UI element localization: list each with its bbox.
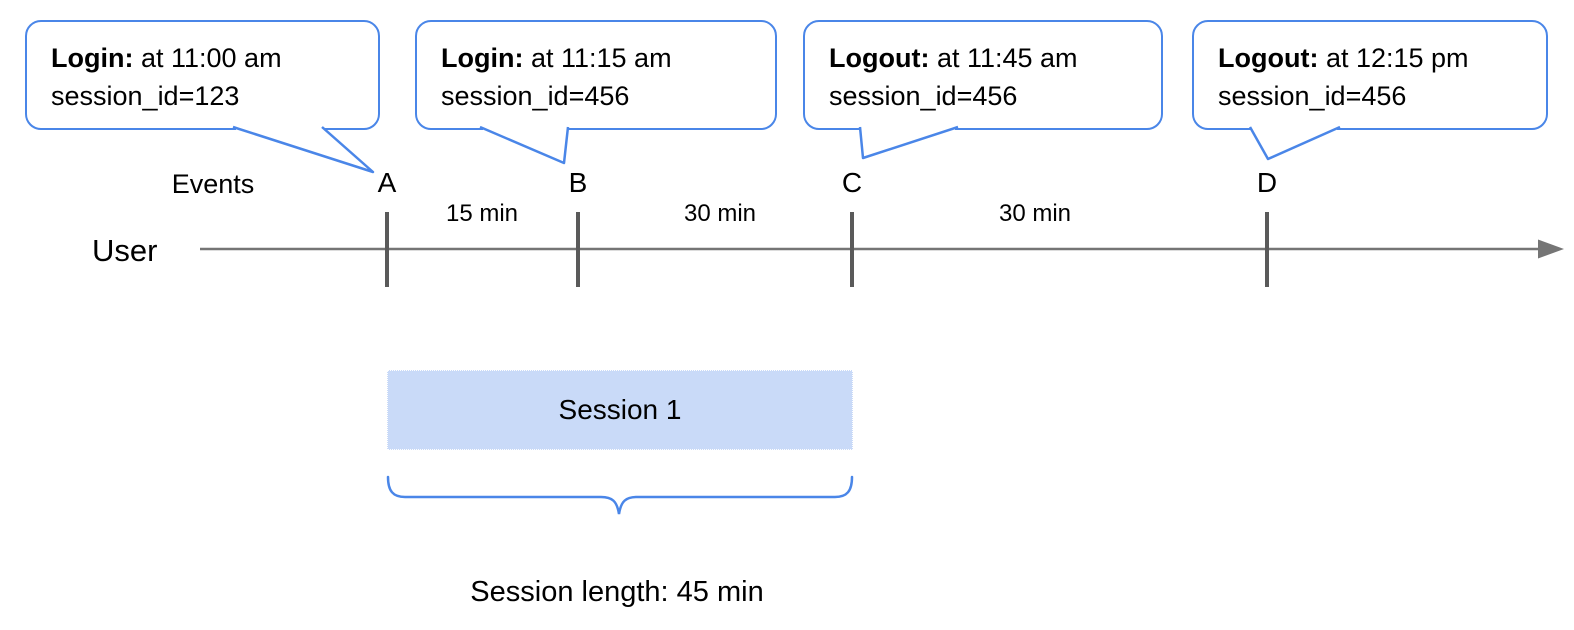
- session-box: Session 1: [387, 370, 853, 450]
- callout-event-type: Login:: [441, 43, 524, 73]
- callout-session-id: session_id=123: [51, 81, 240, 111]
- callout-session-id: session_id=456: [441, 81, 630, 111]
- session-length-label: Session length: 45 min: [470, 576, 764, 608]
- axis-arrowhead-icon: [1538, 239, 1564, 259]
- callout-event-type: Login:: [51, 43, 134, 73]
- event-callout-a: Login: at 11:00 am session_id=123: [25, 20, 380, 130]
- event-label-b: B: [568, 167, 588, 198]
- callout-text: Logout: at 12:15 pm session_id=456: [1194, 22, 1546, 115]
- session-box-label: Session 1: [558, 394, 682, 425]
- callout-event-type: Logout:: [1218, 43, 1319, 73]
- callout-session-id: session_id=456: [829, 81, 1018, 111]
- callout-tail-c: [858, 125, 959, 160]
- events-axis-label: Events: [171, 169, 255, 199]
- interval-label-cd: 30 min: [998, 200, 1072, 227]
- callout-text: Login: at 11:00 am session_id=123: [27, 22, 378, 115]
- callout-event-time: at 11:00 am: [133, 43, 282, 73]
- callout-tail-d: [1248, 125, 1341, 161]
- callout-event-time: at 11:15 am: [523, 43, 672, 73]
- interval-label-ab: 15 min: [445, 200, 519, 227]
- event-callout-c: Logout: at 11:45 am session_id=456: [803, 20, 1163, 130]
- event-label-c: C: [841, 167, 863, 198]
- callout-tail-a: [232, 125, 375, 174]
- event-callout-b: Login: at 11:15 am session_id=456: [415, 20, 777, 130]
- callout-session-id: session_id=456: [1218, 81, 1407, 111]
- user-label: User: [92, 233, 158, 268]
- interval-label-bc: 30 min: [683, 200, 757, 227]
- event-label-d: D: [1256, 167, 1278, 198]
- callout-event-time: at 12:15 pm: [1318, 43, 1469, 73]
- event-callout-d: Logout: at 12:15 pm session_id=456: [1192, 20, 1548, 130]
- session-length-brace: [386, 475, 854, 515]
- callout-text: Logout: at 11:45 am session_id=456: [805, 22, 1161, 115]
- callout-text: Login: at 11:15 am session_id=456: [417, 22, 775, 115]
- callout-tail-b: [479, 125, 570, 165]
- callout-event-type: Logout:: [829, 43, 930, 73]
- callout-event-time: at 11:45 am: [929, 43, 1078, 73]
- event-label-a: A: [377, 167, 397, 198]
